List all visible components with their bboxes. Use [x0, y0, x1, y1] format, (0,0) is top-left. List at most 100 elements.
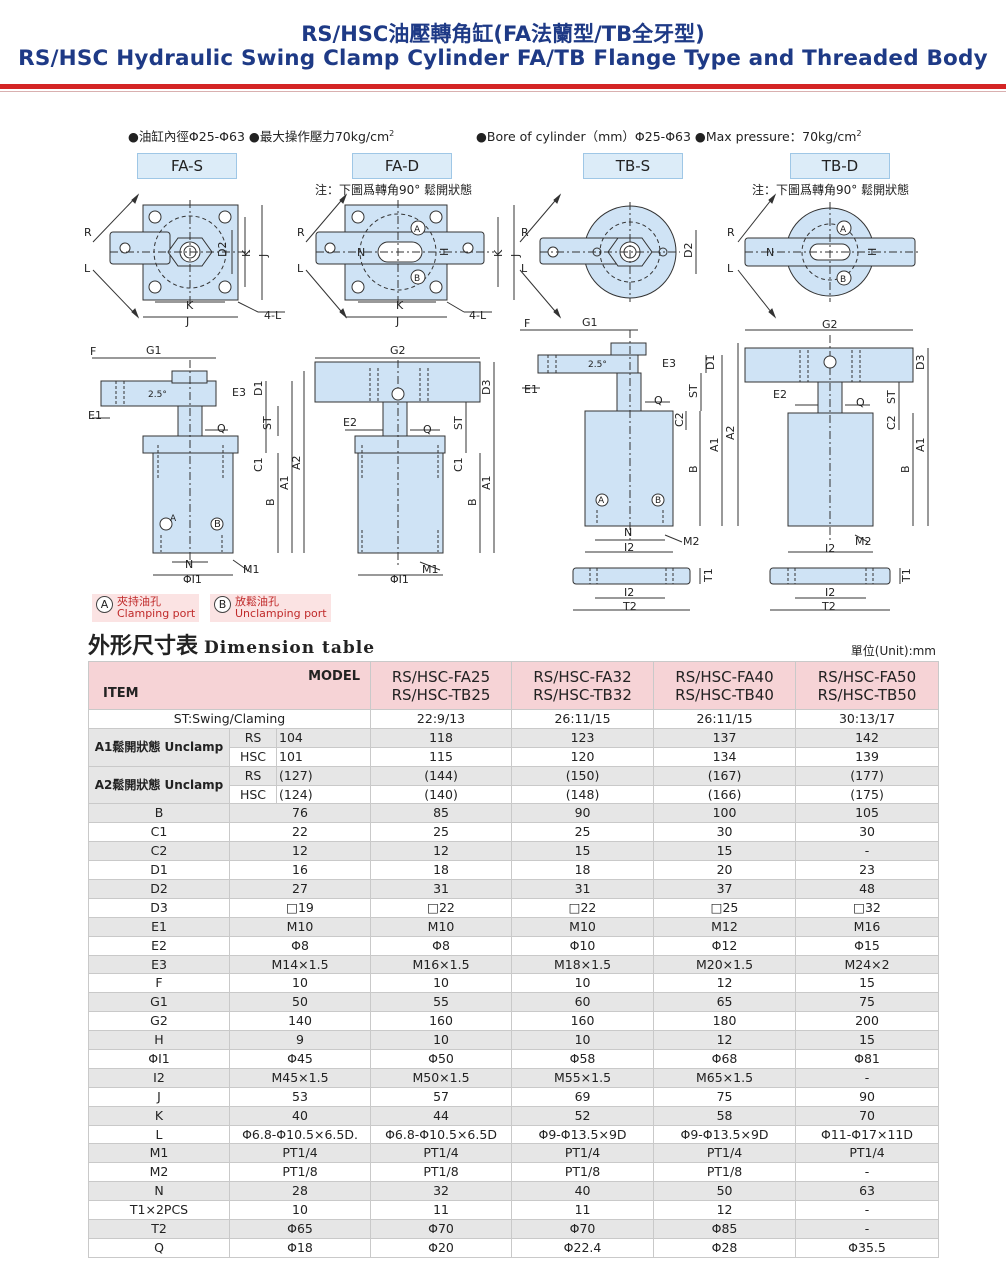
table-cell: M24×2 [795, 954, 940, 975]
table-row: D3□19□22□22□25□32 [88, 897, 940, 918]
port-b-symbol: B [214, 596, 231, 613]
svg-text:D2: D2 [216, 242, 229, 257]
table-cell: 90 [795, 1086, 940, 1107]
table-cell: Φ15 [795, 935, 940, 956]
table-cell: M55×1.5 [511, 1067, 655, 1088]
table-cell: (166) [653, 784, 797, 805]
table-cell: 52 [511, 1105, 655, 1126]
svg-text:A: A [170, 514, 177, 524]
svg-text:B: B [655, 496, 661, 506]
row-label: L [88, 1124, 230, 1145]
table-cell: 105 [795, 803, 940, 824]
table-cell: PT1/8 [511, 1162, 655, 1183]
table-cell: 180 [653, 1011, 797, 1032]
table-cell: M18×1.5 [511, 954, 655, 975]
table-cell: Φ68 [653, 1049, 797, 1069]
svg-text:C2: C2 [885, 415, 898, 430]
table-cell: 10 [228, 973, 372, 994]
row-label: ST:Swing/Claming [87, 709, 372, 729]
table-cell: (124) [275, 784, 372, 805]
table-cell: 118 [370, 727, 513, 748]
table-cell: PT1/4 [511, 1143, 655, 1164]
svg-text:B: B [466, 498, 479, 506]
table-cell: 140 [228, 1011, 372, 1032]
note-tb-d: 注：下圖爲轉角90° 鬆開狀態 [752, 183, 910, 197]
row-label: J [88, 1086, 230, 1107]
sub-label: RS [229, 727, 277, 748]
row-label: E1 [88, 916, 230, 937]
table-cell: 55 [370, 992, 513, 1013]
svg-text:T1: T1 [900, 568, 913, 583]
svg-text:E2: E2 [773, 388, 787, 401]
svg-text:M2: M2 [683, 535, 700, 548]
svg-text:G1: G1 [582, 316, 598, 329]
svg-text:E2: E2 [343, 416, 357, 429]
svg-text:I2: I2 [825, 542, 835, 555]
table-cell: (148) [511, 784, 655, 805]
svg-text:N: N [185, 558, 193, 571]
table-row: HSC(124)(140)(148)(166)(175) [89, 784, 940, 805]
group-label: A2鬆開狀態 Unclamp [88, 765, 230, 805]
svg-text:D1: D1 [704, 355, 717, 370]
row-label: D1 [88, 860, 230, 881]
svg-text:2.5°: 2.5° [588, 360, 607, 370]
table-cell: Φ9-Φ13.5×9D [653, 1124, 797, 1145]
fa-d-side-view [314, 357, 495, 576]
tb-s-side-labels: F G1 2.5° E3 E1 Q A B N I2 M2 I2 T2 D1 S… [524, 316, 737, 613]
table-cell: 50 [653, 1181, 797, 1202]
table-cell: Φ70 [511, 1219, 655, 1239]
table-cell: Φ12 [653, 935, 797, 956]
table-cell: M14×1.5 [228, 954, 372, 975]
table-cell: 142 [795, 727, 940, 748]
row-label: T1×2PCS [88, 1200, 230, 1221]
table-cell: 25 [370, 822, 513, 843]
svg-text:Q: Q [423, 423, 432, 436]
svg-text:R: R [727, 226, 735, 239]
svg-text:T2: T2 [821, 600, 836, 613]
page-title-cn: RS/HSC油壓轉角缸(FA法蘭型/TB全牙型) [301, 22, 705, 46]
table-cell: 120 [511, 746, 655, 767]
svg-text:B: B [687, 465, 700, 473]
svg-text:L: L [521, 262, 528, 275]
svg-text:M1: M1 [422, 563, 439, 576]
table-cell: Φ8 [370, 935, 513, 956]
row-label: F [88, 973, 230, 994]
table-cell: Φ10 [511, 935, 655, 956]
model-name-line2: RS/HSC-TB25 [391, 685, 491, 704]
svg-text:K: K [240, 249, 253, 257]
table-cell: M10 [511, 916, 655, 937]
table-cell: Φ65 [228, 1219, 372, 1239]
row-label: K [88, 1105, 230, 1126]
table-cell: 40 [511, 1181, 655, 1202]
svg-text:T1: T1 [702, 568, 715, 583]
svg-text:A1: A1 [278, 475, 291, 490]
svg-text:B: B [214, 519, 221, 530]
svg-text:D3: D3 [480, 380, 493, 395]
table-cell: 12 [370, 841, 513, 862]
row-label: T2 [88, 1219, 230, 1239]
table-cell: Φ70 [370, 1219, 513, 1239]
svg-text:4-L: 4-L [469, 309, 487, 322]
fa-s-top-labels: R L K J 4-L D2 K J [84, 226, 282, 328]
table-cell: PT1/4 [370, 1143, 513, 1164]
table-cell: M50×1.5 [370, 1067, 513, 1088]
table-cell: Φ35.5 [795, 1237, 940, 1258]
table-cell: (144) [370, 765, 513, 786]
row-label: C1 [88, 822, 230, 843]
table-cell: 12 [653, 973, 797, 994]
table-cell: 15 [511, 841, 655, 862]
table-cell: M10 [228, 916, 372, 937]
fa-d-side-labels: G2 E2 Q ΦI1 M1 D3 ST C1 B A1 [343, 344, 493, 586]
view-label-tb-d: TB-D [790, 153, 890, 179]
model-name-line1: RS/HSC-FA32 [533, 667, 632, 686]
svg-text:E1: E1 [524, 383, 538, 396]
